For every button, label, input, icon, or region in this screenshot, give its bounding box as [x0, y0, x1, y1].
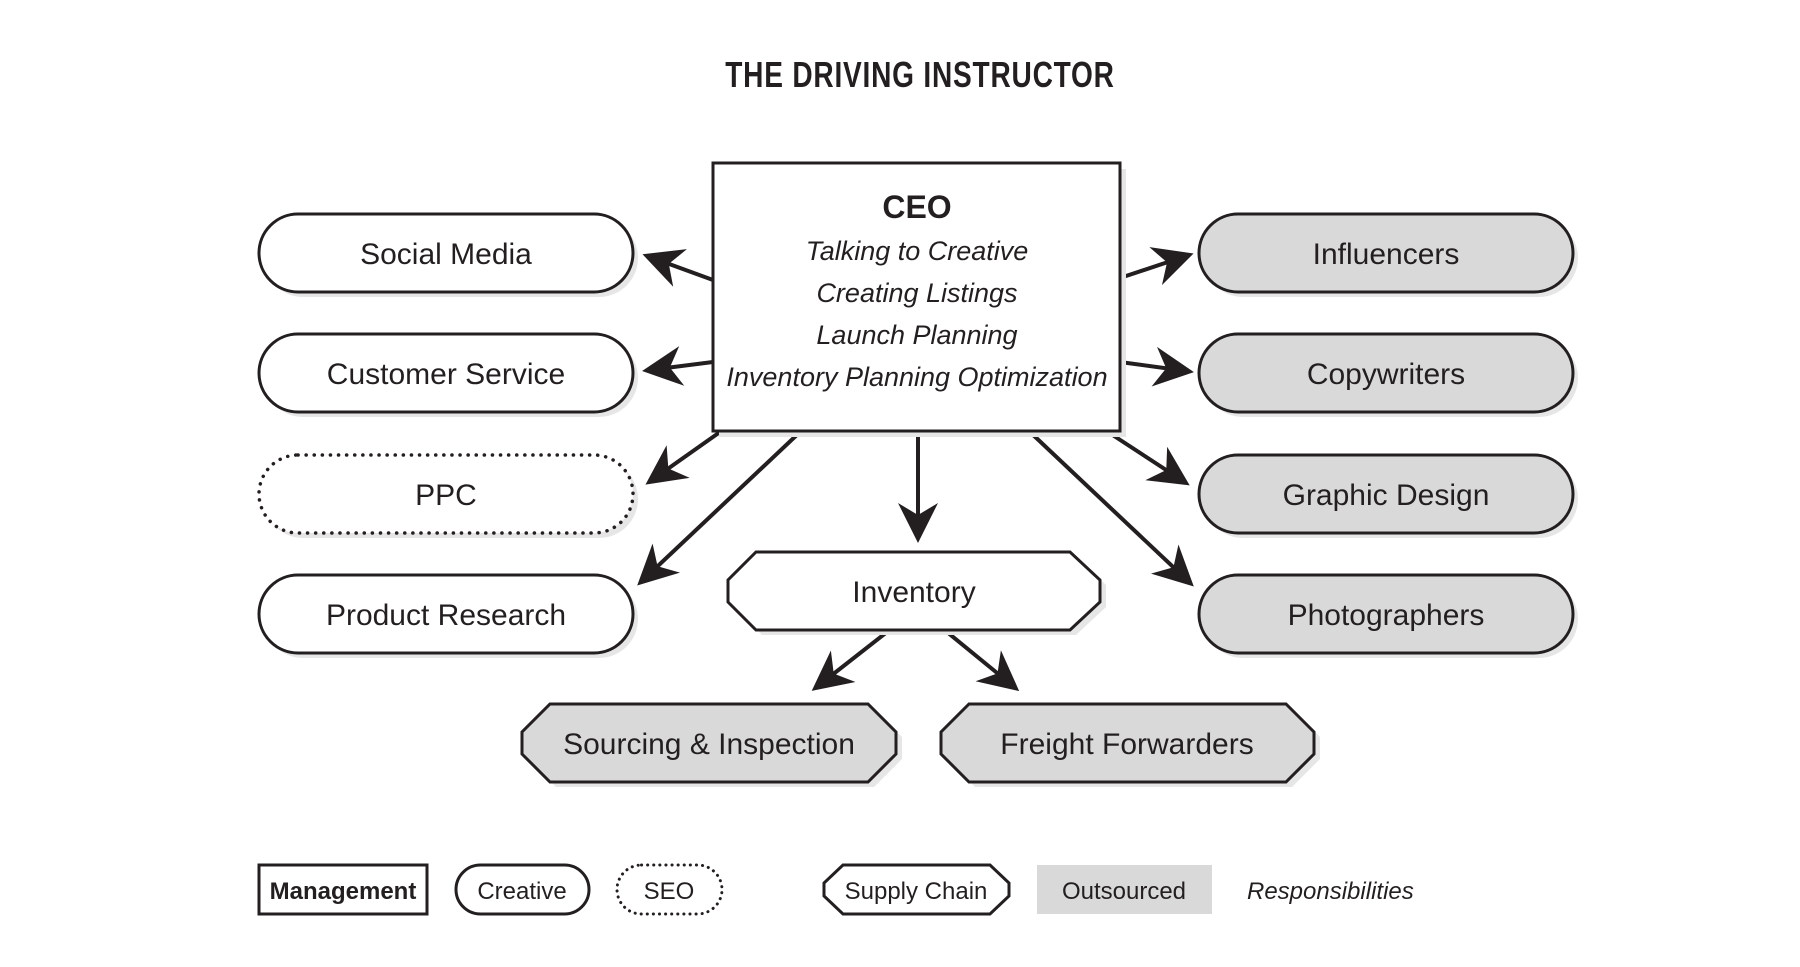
node-label: Social Media	[360, 238, 532, 271]
influencers-node[interactable]: Influencers	[1197, 212, 1578, 297]
arrow-ceo-to-social-media	[642, 249, 714, 287]
ceo-responsibility: Launch Planning	[816, 320, 1017, 350]
arrow-ceo-to-graphic-design	[1106, 430, 1190, 486]
node-label: Customer Service	[327, 358, 565, 391]
arrow-ceo-to-product-research	[637, 430, 802, 586]
arrow-ceo-to-ppc	[645, 430, 722, 485]
diagram-title: THE DRIVING INSTRUCTOR	[725, 54, 1115, 95]
arrow-inventory-to-sourcing	[811, 630, 889, 691]
product-research-node[interactable]: Product Research	[257, 573, 638, 658]
inventory-node[interactable]: Inventory	[726, 550, 1106, 635]
connectors	[637, 247, 1194, 692]
node-label: PPC	[415, 479, 477, 512]
node-label: Product Research	[326, 599, 566, 632]
sourcing-inspection-node[interactable]: Sourcing & Inspection	[520, 702, 902, 787]
legend-label: Creative	[477, 878, 566, 905]
legend-seo: SEO	[615, 863, 724, 916]
arrow-ceo-to-photographers	[1028, 430, 1194, 587]
legend-responsibilities: Responsibilities	[1247, 878, 1414, 905]
legend-outsourced: Outsourced	[1037, 865, 1212, 914]
node-label: Copywriters	[1307, 358, 1465, 391]
legend-label: Responsibilities	[1247, 878, 1414, 905]
legend-creative: Creative	[454, 863, 591, 916]
ceo-heading: CEO	[882, 189, 951, 225]
graphic-design-node[interactable]: Graphic Design	[1197, 453, 1578, 538]
node-label: Graphic Design	[1283, 479, 1490, 512]
arrow-ceo-to-customer-service	[642, 346, 714, 386]
legend: Management Creative SEO Supply Chain Out…	[257, 863, 1414, 916]
legend-management: Management	[257, 863, 429, 916]
arrow-ceo-to-copywriters	[1119, 346, 1194, 387]
arrow-inventory-to-freight	[945, 630, 1020, 692]
legend-supply-chain: Supply Chain	[822, 863, 1011, 916]
ceo-responsibility: Talking to Creative	[806, 236, 1029, 266]
legend-label: Management	[270, 878, 417, 905]
node-label: Freight Forwarders	[1000, 728, 1253, 761]
ppc-node[interactable]: PPC	[257, 453, 638, 538]
legend-label: SEO	[644, 878, 695, 905]
ceo-responsibility: Creating Listings	[816, 278, 1017, 308]
freight-forwarders-node[interactable]: Freight Forwarders	[939, 702, 1320, 787]
copywriters-node[interactable]: Copywriters	[1197, 332, 1578, 417]
node-label: Inventory	[852, 576, 975, 609]
node-label: Photographers	[1288, 599, 1485, 632]
ceo-node[interactable]: CEO Talking to Creative Creating Listing…	[711, 161, 1126, 437]
ceo-responsibility: Inventory Planning Optimization	[726, 362, 1107, 392]
legend-label: Outsourced	[1062, 878, 1186, 905]
social-media-node[interactable]: Social Media	[257, 212, 638, 297]
photographers-node[interactable]: Photographers	[1197, 573, 1578, 658]
node-label: Sourcing & Inspection	[563, 728, 855, 761]
arrow-ceo-to-influencers	[1119, 247, 1194, 286]
customer-service-node[interactable]: Customer Service	[257, 332, 638, 417]
node-label: Influencers	[1313, 238, 1460, 271]
legend-label: Supply Chain	[845, 878, 988, 905]
